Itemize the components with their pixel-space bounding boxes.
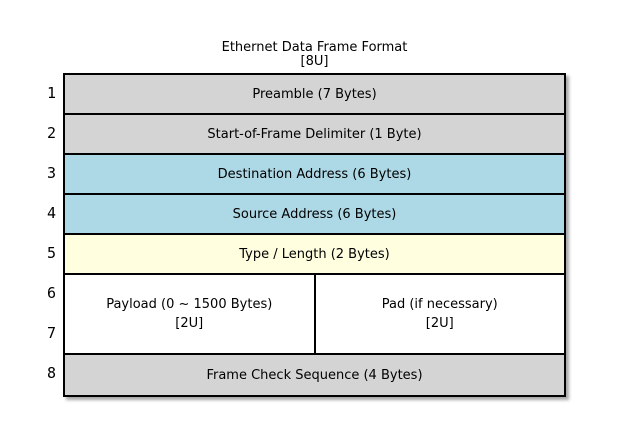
row-number-6: 6 (46, 284, 56, 302)
row-number-5: 5 (46, 244, 56, 262)
field-destination-address: Destination Address (6 Bytes) (65, 155, 564, 195)
row-number-column: 1 2 3 4 5 6 7 8 (28, 73, 56, 393)
diagram-subtitle: [8U] (300, 53, 329, 69)
pad-label: Pad (if necessary) (381, 297, 498, 312)
row-number-8: 8 (46, 364, 56, 382)
row-number-2: 2 (46, 124, 56, 142)
frame-table: Preamble (7 Bytes) Start-of-Frame Delimi… (63, 73, 566, 397)
field-type-length: Type / Length (2 Bytes) (65, 235, 564, 275)
row-number-7: 7 (46, 324, 56, 342)
frame-layout: 1 2 3 4 5 6 7 8 Preamble (7 Bytes) Start… (28, 73, 566, 397)
field-payload-pad-row: Payload (0 ~ 1500 Bytes) [2U] Pad (if ne… (65, 275, 564, 355)
payload-unit-note: [2U] (175, 316, 204, 331)
payload-label: Payload (0 ~ 1500 Bytes) (106, 297, 273, 312)
field-start-of-frame-delimiter: Start-of-Frame Delimiter (1 Byte) (65, 115, 564, 155)
field-source-address: Source Address (6 Bytes) (65, 195, 564, 235)
row-number-3: 3 (46, 164, 56, 182)
field-payload: Payload (0 ~ 1500 Bytes) [2U] (65, 275, 316, 353)
field-pad: Pad (if necessary) [2U] (316, 275, 565, 353)
field-frame-check-sequence: Frame Check Sequence (4 Bytes) (65, 355, 564, 395)
diagram-title: Ethernet Data Frame Format (221, 40, 408, 55)
row-number-4: 4 (46, 204, 56, 222)
row-number-1: 1 (46, 84, 56, 102)
diagram-header: Ethernet Data Frame Format [8U] (63, 41, 566, 68)
field-preamble: Preamble (7 Bytes) (65, 75, 564, 115)
pad-unit-note: [2U] (425, 316, 454, 331)
